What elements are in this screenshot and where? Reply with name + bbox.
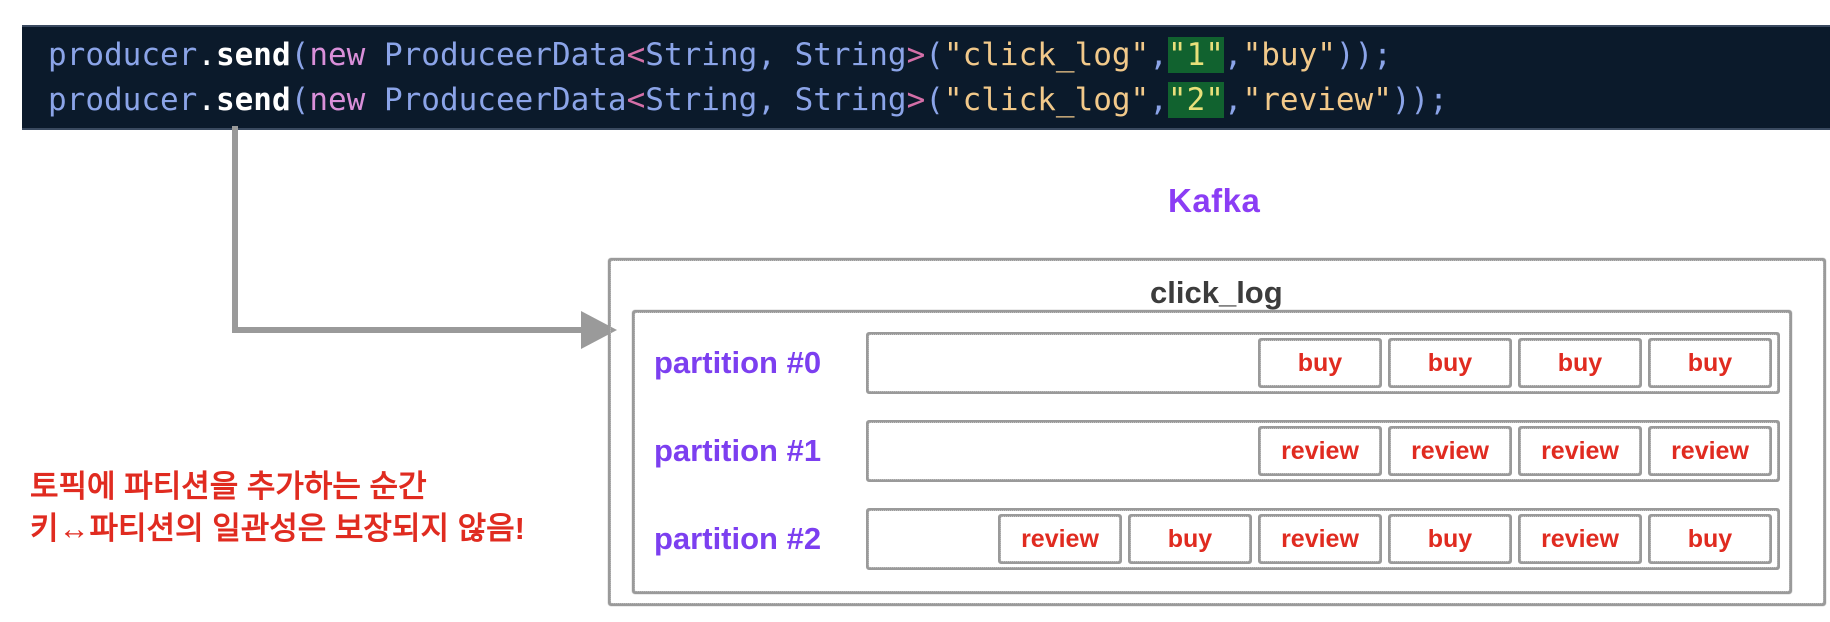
code-token: ProduceerData	[383, 37, 627, 73]
code-token: "click_log"	[943, 82, 1150, 118]
message-label: review	[1281, 436, 1359, 465]
annotation-line-1: 토픽에 파티션을 추가하는 순간	[30, 469, 427, 504]
code-token: producer	[48, 82, 198, 118]
annotation-line-2: 키↔파티션의 일관성은 보장되지 않음!	[30, 511, 525, 546]
code-token: ,	[1149, 37, 1168, 73]
code-token: "click_log"	[943, 37, 1150, 73]
message-cell: buy	[1648, 514, 1772, 564]
topic-box	[632, 310, 1792, 594]
code-token: ProduceerData	[383, 82, 627, 118]
message-label: buy	[1687, 348, 1733, 377]
code-token: String, String	[645, 37, 907, 73]
code-token: ));	[1391, 82, 1448, 118]
message-cell: review	[1388, 426, 1512, 476]
code-token: producer	[48, 37, 198, 73]
code-token: send	[215, 82, 291, 118]
message-cell: buy	[1388, 514, 1512, 564]
partition-list: partition #0 buy buy buy buy partition #1 r…	[644, 322, 1780, 582]
code-token: send	[215, 37, 291, 73]
message-label: buy	[1687, 524, 1733, 553]
code-token: (	[290, 37, 310, 73]
message-cell: buy	[1388, 338, 1512, 388]
message-cell: review	[1258, 514, 1382, 564]
message-label: review	[1541, 436, 1619, 465]
code-line-2: producer.send(new ProduceerData<String, …	[48, 78, 1830, 123]
code-token: <	[626, 82, 646, 118]
code-token: new	[309, 37, 384, 73]
code-block: producer.send(new ProduceerData<String, …	[22, 25, 1830, 130]
code-token: "1"	[1167, 37, 1224, 73]
message-cell: buy	[1128, 514, 1252, 564]
message-label: review	[1281, 524, 1359, 553]
code-token: >	[906, 37, 926, 73]
message-label: buy	[1557, 348, 1603, 377]
partition-track-2: review buy review buy review buy	[866, 508, 1780, 570]
code-token: ,	[1223, 82, 1243, 118]
message-label: review	[1021, 524, 1099, 553]
message-cell: review	[1648, 426, 1772, 476]
code-token: .	[197, 82, 216, 118]
producer-to-kafka-arrow	[232, 126, 617, 349]
message-cell: review	[1518, 514, 1642, 564]
code-token: "review"	[1242, 82, 1392, 118]
code-line-1: producer.send(new ProduceerData<String, …	[48, 33, 1830, 78]
message-cell: review	[1518, 426, 1642, 476]
message-label: review	[1411, 436, 1489, 465]
message-cell: review	[1258, 426, 1382, 476]
message-label: review	[1541, 524, 1619, 553]
message-label: buy	[1427, 348, 1473, 377]
code-token: (	[925, 37, 944, 73]
arrow-line	[232, 126, 587, 333]
partition-track-0: buy buy buy buy	[866, 332, 1780, 394]
code-token: .	[197, 37, 216, 73]
code-token: "2"	[1167, 82, 1224, 118]
message-label: review	[1671, 436, 1749, 465]
code-token: <	[626, 37, 646, 73]
kafka-label: Kafka	[1168, 182, 1261, 219]
partition-row: partition #0 buy buy buy buy	[644, 324, 1780, 402]
code-token: "buy"	[1242, 37, 1336, 73]
code-token: (	[290, 82, 310, 118]
code-token: (	[925, 82, 944, 118]
partition-row: partition #1 review review review review	[644, 412, 1780, 490]
message-label: buy	[1167, 524, 1213, 553]
code-token: >	[906, 82, 926, 118]
partition-label: partition #1	[654, 433, 822, 468]
kafka-cluster-box	[608, 258, 1826, 606]
code-token: ,	[1223, 37, 1243, 73]
message-cell: buy	[1518, 338, 1642, 388]
message-cell: buy	[1648, 338, 1772, 388]
partition-label: partition #2	[654, 521, 822, 556]
annotation-note: 토픽에 파티션을 추가하는 순간 키↔파티션의 일관성은 보장되지 않음!	[30, 466, 525, 550]
partition-label: partition #0	[654, 345, 822, 380]
code-token: new	[309, 82, 384, 118]
arrow-head-icon	[581, 311, 617, 349]
partition-track-1: review review review review	[866, 420, 1780, 482]
message-label: buy	[1427, 524, 1473, 553]
code-token: ,	[1149, 82, 1168, 118]
partition-row: partition #2 review buy review buy review buy	[644, 500, 1780, 578]
code-token: String, String	[645, 82, 907, 118]
code-token: ));	[1335, 37, 1392, 73]
message-cell: buy	[1258, 338, 1382, 388]
message-label: buy	[1297, 348, 1343, 377]
topic-label: click_log	[1150, 275, 1283, 310]
message-cell: review	[998, 514, 1122, 564]
